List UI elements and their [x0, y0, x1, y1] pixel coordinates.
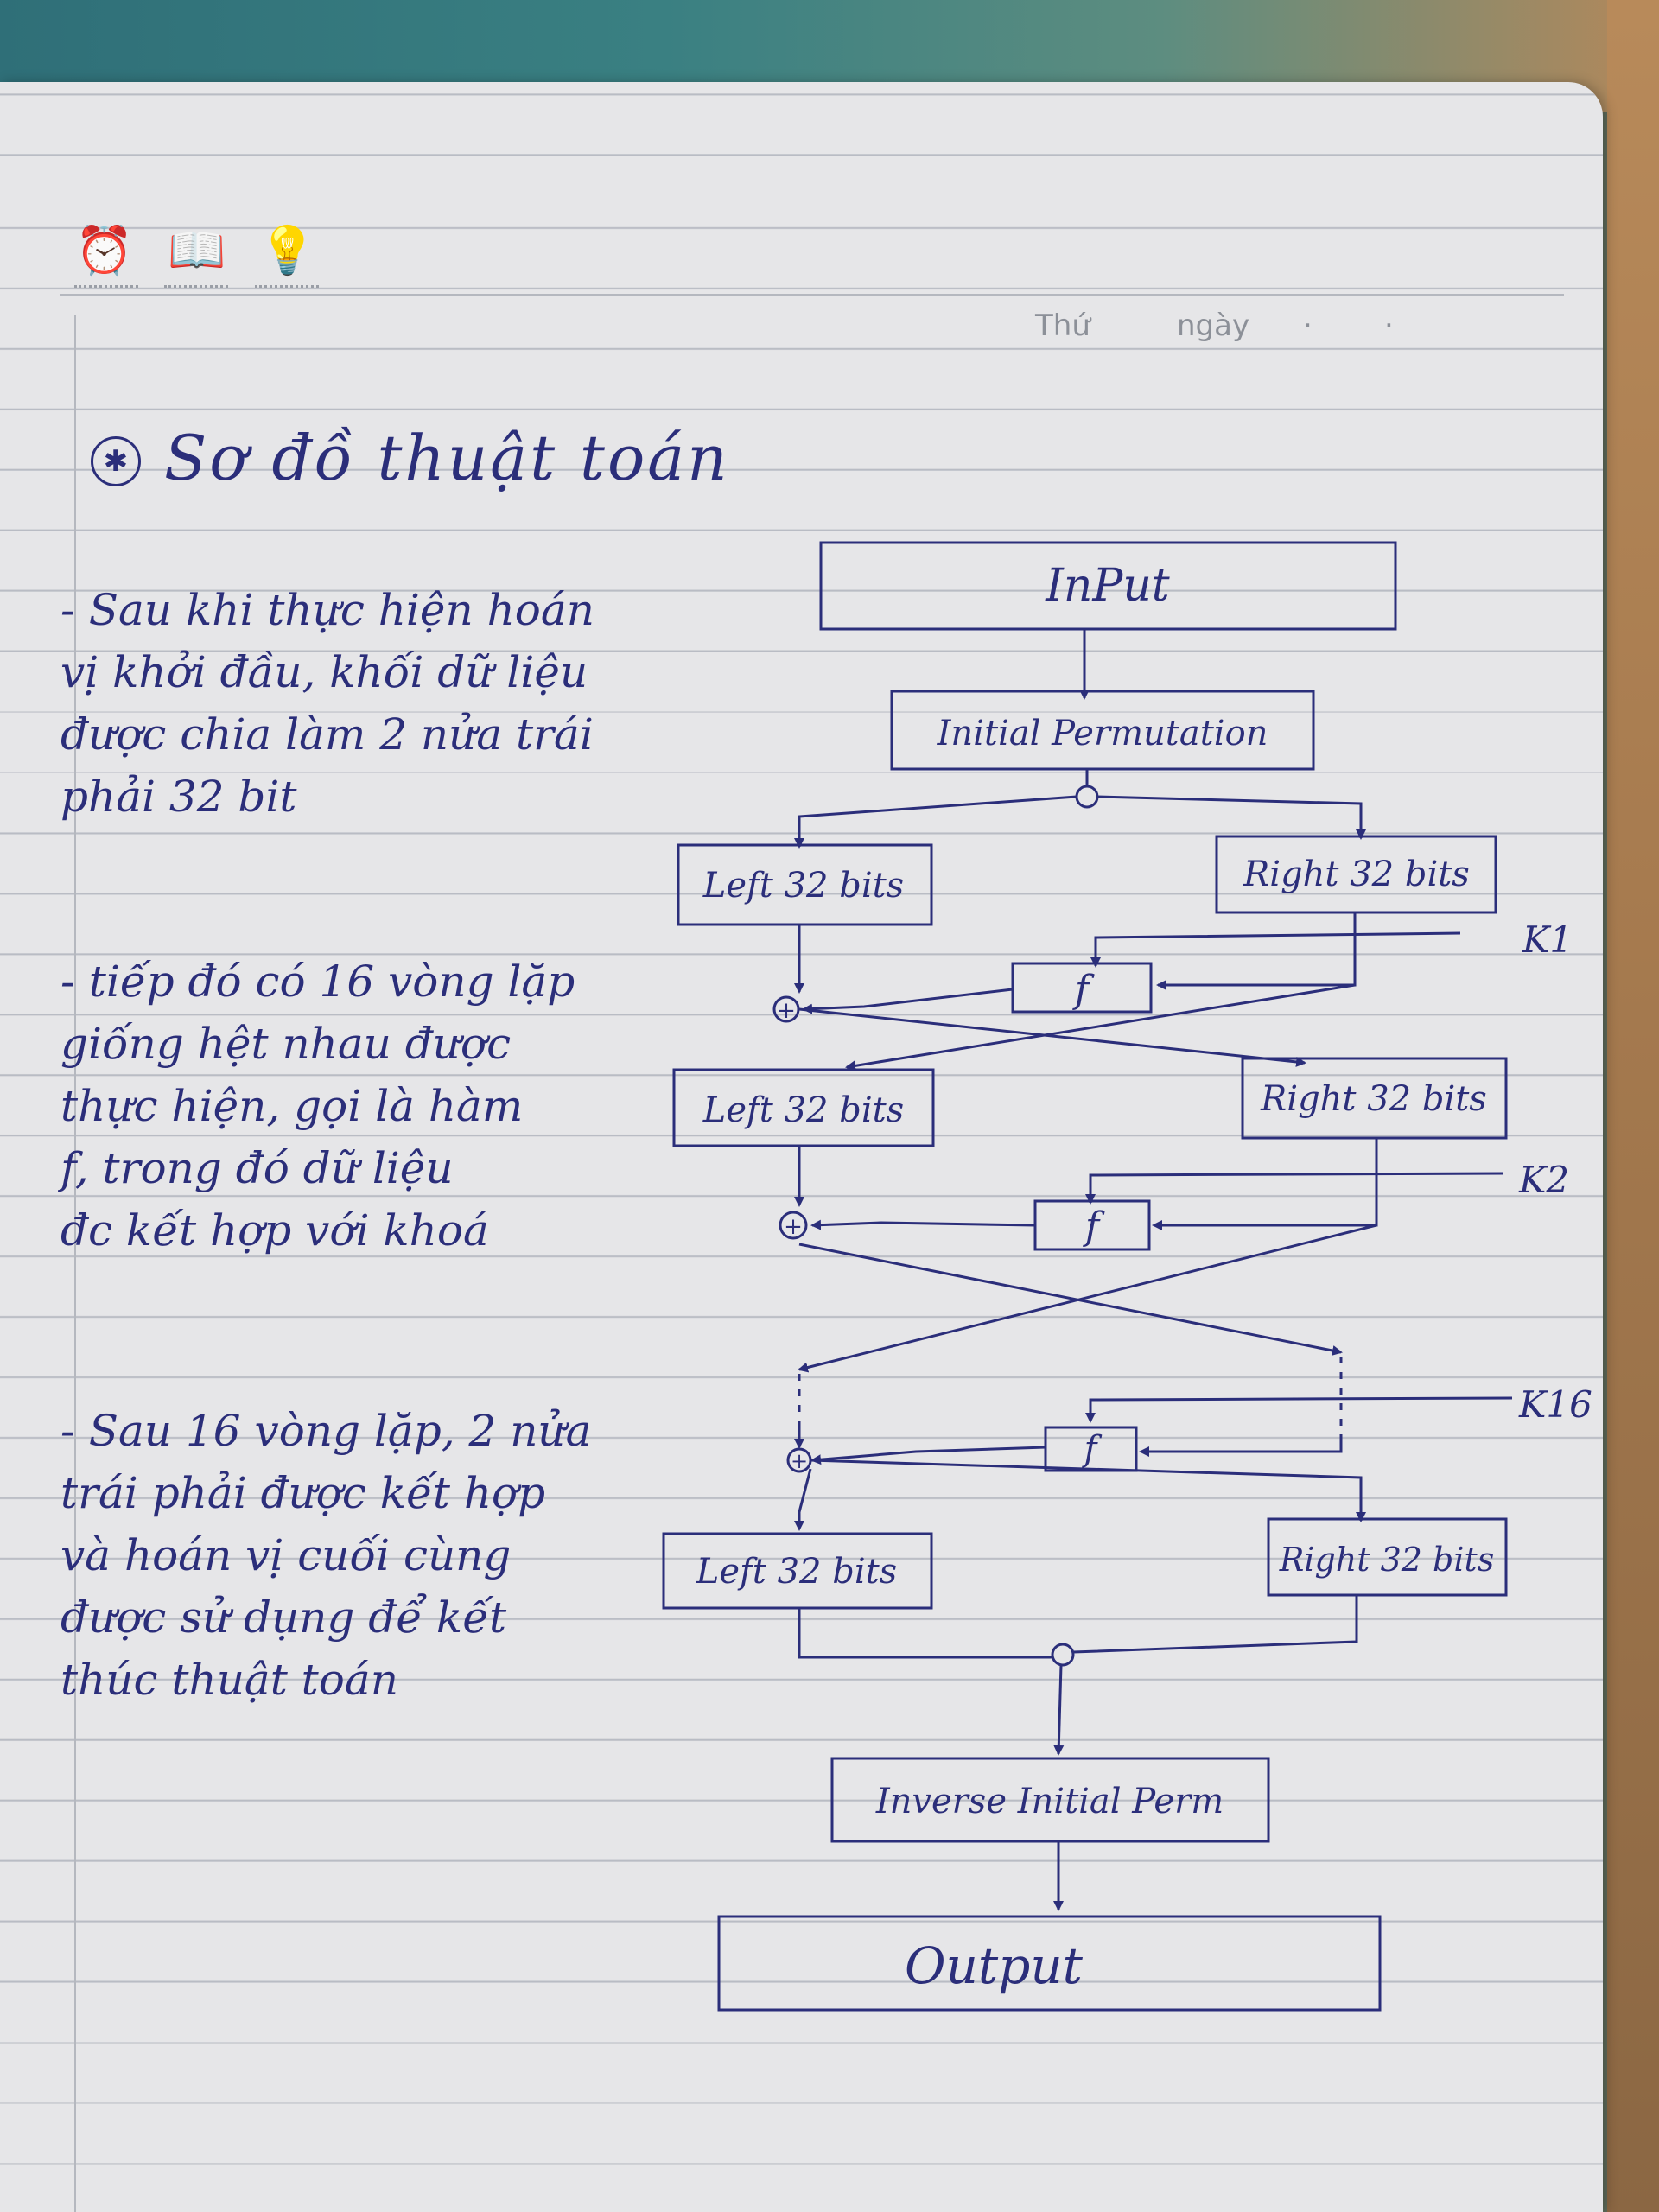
margin-line: [74, 315, 76, 2212]
note-line: - Sau khi thực hiện hoán: [60, 585, 594, 635]
note-line: được sử dụng để kết: [60, 1592, 507, 1643]
right-block-label: Right 32 bits: [1260, 1079, 1487, 1119]
xor-node: [779, 1211, 808, 1240]
f-function-label: f: [1083, 1205, 1105, 1249]
note-initial-permutation: - Sau khi thực hiện hoán vị khởi đầu, kh…: [60, 579, 683, 828]
right-block-label: Right 32 bits: [1243, 855, 1470, 894]
icon-underline: [255, 285, 319, 288]
note-line: phải 32 bit: [60, 772, 297, 822]
note-final-permutation: - Sau 16 vòng lặp, 2 nửa trái phải được …: [60, 1400, 683, 1711]
open-book-icon: 📖: [168, 223, 226, 277]
left-block-box: [672, 1068, 935, 1147]
note-line: thực hiện, gọi là hàm: [60, 1081, 524, 1131]
alarm-clock-icon: ⏰: [75, 223, 134, 277]
connector-arrow: [794, 795, 1077, 849]
right-block-box: [1241, 1057, 1508, 1140]
input-box: [819, 541, 1397, 631]
date-dot: ·: [1303, 308, 1313, 343]
xor-node: [772, 995, 800, 1023]
icon-underline: [74, 285, 138, 288]
connector-line: [798, 1608, 1052, 1659]
connector-arrow: [1053, 1664, 1065, 1756]
note-line: thúc thuật toán: [60, 1655, 398, 1705]
note-line: f, trong đó dữ liệu: [60, 1143, 454, 1193]
inverse-permutation-label: Inverse Initial Perm: [875, 1782, 1224, 1821]
left-block-label: Left 32 bits: [696, 1552, 897, 1592]
split-node: [1075, 785, 1099, 809]
icon-underline: [164, 285, 228, 288]
cross-arrow: [845, 983, 1356, 1071]
connector-arrow: [1139, 1434, 1343, 1457]
f-function-label: f: [1072, 968, 1095, 1012]
note-line: đc kết hợp với khoá: [60, 1205, 489, 1255]
initial-permutation-box: [890, 690, 1315, 771]
initial-permutation-label: Initial Permutation: [937, 714, 1268, 753]
merge-node: [1051, 1643, 1075, 1667]
header-rule: [60, 294, 1564, 296]
page-title: Sơ đồ thuật toán: [164, 422, 730, 494]
key-label: K2: [1518, 1159, 1569, 1201]
f-function-box: [1044, 1426, 1138, 1472]
key-arrow: [1085, 1396, 1513, 1423]
star-bullet-icon: ✱: [91, 436, 141, 486]
output-label: Output: [905, 1936, 1084, 1995]
note-line: vị khởi đầu, khối dữ liệu: [60, 647, 588, 697]
right-block-label: Right 32 bits: [1279, 1541, 1495, 1579]
note-line: được chia làm 2 nửa trái: [60, 709, 594, 760]
date-label: ngày: [1177, 308, 1250, 343]
left-block-label: Left 32 bits: [702, 1090, 904, 1130]
connector-arrow: [794, 1468, 812, 1531]
note-line: và hoán vị cuối cùng: [60, 1530, 512, 1580]
left-block-label: Left 32 bits: [702, 866, 904, 906]
left-block-box: [662, 1532, 933, 1610]
cross-arrow: [798, 1007, 1306, 1067]
day-label: Thứ: [1035, 308, 1090, 343]
f-function-label: f: [1082, 1429, 1103, 1469]
note-line: - tiếp đó có 16 vòng lặp: [60, 957, 575, 1007]
right-block-box: [1267, 1517, 1508, 1597]
connector-arrow: [810, 1219, 1036, 1230]
left-block-box: [677, 843, 933, 926]
inverse-permutation-box: [830, 1757, 1270, 1843]
connector-arrow: [1152, 1138, 1378, 1230]
note-line: giống hệt nhau được: [60, 1019, 512, 1069]
key-arrow: [1085, 1172, 1504, 1205]
note-line: trái phải được kết hợp: [60, 1468, 546, 1518]
background-surface-right: [1607, 0, 1659, 2212]
connector-arrow: [1156, 912, 1357, 990]
f-function-box: [1011, 962, 1153, 1014]
connector-arrow: [1096, 795, 1366, 840]
input-label: InPut: [1045, 560, 1170, 612]
connector-line: [1072, 1595, 1358, 1654]
light-bulb-icon: 💡: [258, 223, 317, 277]
key-label: K16: [1518, 1383, 1592, 1426]
xor-symbol: +: [784, 1214, 803, 1240]
connector-arrow: [810, 1459, 1366, 1522]
connector-arrow: [810, 1446, 1046, 1465]
note-rounds: - tiếp đó có 16 vòng lặp giống hệt nhau …: [60, 950, 683, 1262]
key-arrow: [1090, 931, 1461, 968]
note-line: - Sau 16 vòng lặp, 2 nửa: [60, 1406, 592, 1456]
date-dot: ·: [1384, 308, 1394, 343]
connector-arrow: [802, 988, 1014, 1014]
cross-arrow: [798, 1224, 1377, 1373]
key-label: K1: [1522, 918, 1573, 961]
xor-symbol: +: [777, 998, 796, 1024]
output-box: [717, 1915, 1382, 2012]
notebook-page: ⏰ 📖 💡 Thứ ngày · ·: [0, 82, 1603, 2212]
cross-arrow: [798, 1243, 1343, 1356]
xor-symbol: +: [791, 1449, 808, 1473]
